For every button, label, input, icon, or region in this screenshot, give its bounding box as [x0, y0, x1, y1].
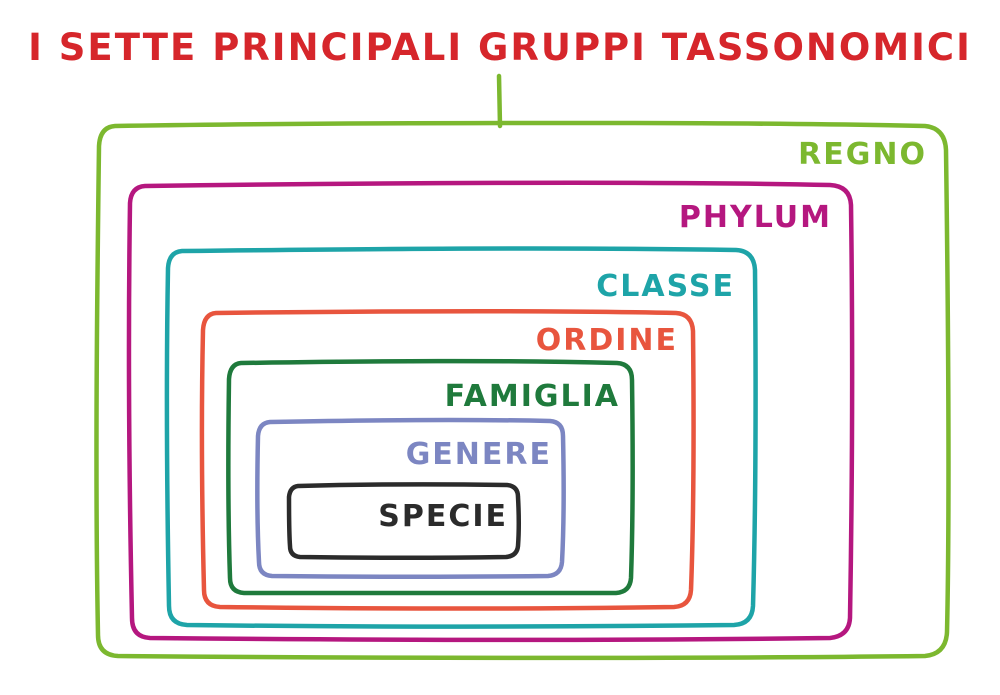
box-genere: [255, 417, 566, 579]
box-famiglia: [226, 358, 635, 596]
box-ordine: [199, 308, 696, 611]
label-ordine: ORDINE: [536, 323, 678, 358]
label-famiglia: FAMIGLIA: [445, 379, 620, 414]
label-genere: GENERE: [406, 437, 552, 472]
label-phylum: PHYLUM: [679, 200, 832, 235]
box-classe: [164, 246, 758, 629]
label-specie: SPECIE: [378, 499, 508, 534]
label-regno: REGNO: [798, 137, 927, 172]
label-classe: CLASSE: [596, 269, 735, 304]
title-connector-line: [496, 73, 503, 129]
box-regno: [94, 120, 951, 661]
diagram-title: I SETTE PRINCIPALI GRUPPI TASSONOMICI: [28, 26, 972, 69]
box-phylum: [126, 180, 855, 643]
box-specie: [286, 482, 521, 560]
